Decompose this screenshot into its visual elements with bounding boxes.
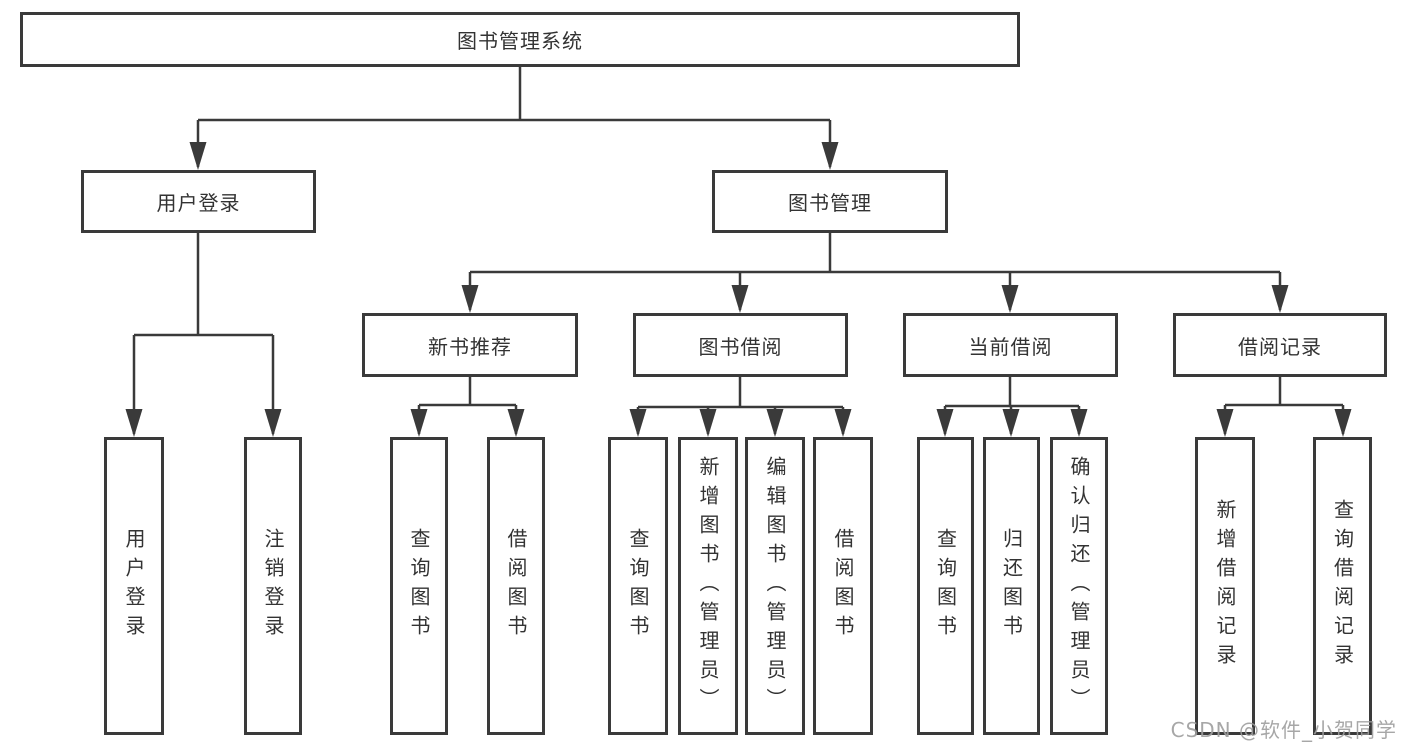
- node-label: 确认归还（管理员）: [1067, 455, 1091, 717]
- node-leaf-user-login: 用户登录: [104, 437, 164, 735]
- arrowhead-down-icon: [821, 142, 839, 170]
- connector-borrowing-records: [1216, 377, 1352, 437]
- arrowhead-down-icon: [507, 409, 525, 437]
- node-label: 借阅记录: [1238, 334, 1322, 359]
- connector-line: [1223, 377, 1345, 434]
- arrowhead-down-icon: [461, 285, 479, 313]
- node-label: 注销登录: [261, 528, 285, 644]
- node-label: 查询借阅记录: [1330, 499, 1355, 673]
- arrowhead-down-icon: [1070, 409, 1088, 437]
- connector-book-management: [461, 233, 1289, 313]
- arrowhead-down-icon: [1271, 285, 1289, 313]
- connector-current-borrowing: [936, 377, 1088, 437]
- connector-root: [189, 67, 839, 170]
- node-book-borrowing: 图书借阅: [633, 313, 848, 377]
- node-leaf-logout: 注销登录: [244, 437, 302, 735]
- node-current-borrowing: 当前借阅: [903, 313, 1118, 377]
- node-label: 查询图书: [407, 528, 431, 644]
- watermark: CSDN @软件_小贺同学: [1170, 718, 1397, 742]
- node-leaf-query-books-3: 查询图书: [917, 437, 974, 735]
- node-leaf-add-books-admin: 新增图书（管理员）: [678, 437, 738, 735]
- node-label: 图书管理系统: [457, 29, 583, 53]
- node-label: 新增图书（管理员）: [696, 455, 720, 717]
- node-book-management: 图书管理: [712, 170, 948, 233]
- node-new-book-recommendation: 新书推荐: [362, 313, 578, 377]
- arrowhead-down-icon: [1002, 409, 1020, 437]
- node-label: 查询图书: [626, 528, 650, 644]
- node-label: 图书管理: [788, 191, 872, 215]
- node-leaf-edit-books-admin: 编辑图书（管理员）: [745, 437, 805, 735]
- node-label: 编辑图书（管理员）: [763, 455, 787, 717]
- arrowhead-down-icon: [410, 409, 428, 437]
- node-label: 新书推荐: [428, 334, 512, 359]
- arrowhead-down-icon: [731, 285, 749, 313]
- arrowhead-down-icon: [699, 409, 717, 437]
- node-leaf-confirm-return-admin: 确认归还（管理员）: [1050, 437, 1108, 735]
- connector-book-borrowing: [629, 377, 852, 437]
- node-leaf-query-books-2: 查询图书: [608, 437, 668, 735]
- node-leaf-borrow-books-2: 借阅图书: [813, 437, 873, 735]
- node-borrowing-records: 借阅记录: [1173, 313, 1387, 377]
- arrowhead-down-icon: [189, 142, 207, 170]
- node-leaf-query-borrow-record: 查询借阅记录: [1313, 437, 1372, 735]
- node-label: 用户登录: [156, 191, 241, 215]
- node-label: 借阅图书: [831, 528, 855, 644]
- arrowhead-down-icon: [629, 409, 647, 437]
- node-leaf-add-borrow-record: 新增借阅记录: [1195, 437, 1255, 735]
- node-label: 用户登录: [122, 528, 146, 644]
- node-label: 借阅图书: [504, 528, 528, 644]
- arrowhead-down-icon: [1216, 409, 1234, 437]
- connector-line: [132, 233, 275, 434]
- arrowhead-down-icon: [1001, 285, 1019, 313]
- arrowhead-down-icon: [125, 409, 143, 437]
- connector-user-login: [125, 233, 282, 437]
- node-leaf-return-books: 归还图书: [983, 437, 1040, 735]
- connector-new-book-recommendation: [410, 377, 525, 437]
- node-root: 图书管理系统: [20, 12, 1020, 67]
- arrowhead-down-icon: [936, 409, 954, 437]
- connector-line: [196, 67, 832, 167]
- node-leaf-borrow-books-1: 借阅图书: [487, 437, 545, 735]
- arrowhead-down-icon: [766, 409, 784, 437]
- arrowhead-down-icon: [834, 409, 852, 437]
- node-label: 查询图书: [933, 528, 958, 644]
- node-label: 归还图书: [999, 528, 1024, 644]
- arrowhead-down-icon: [1334, 409, 1352, 437]
- node-label: 图书借阅: [698, 334, 783, 359]
- arrowhead-down-icon: [264, 409, 282, 437]
- node-leaf-query-books-1: 查询图书: [390, 437, 448, 735]
- node-user-login: 用户登录: [81, 170, 316, 233]
- connector-line: [417, 377, 518, 434]
- node-label: 当前借阅: [968, 334, 1053, 359]
- node-label: 新增借阅记录: [1213, 499, 1237, 673]
